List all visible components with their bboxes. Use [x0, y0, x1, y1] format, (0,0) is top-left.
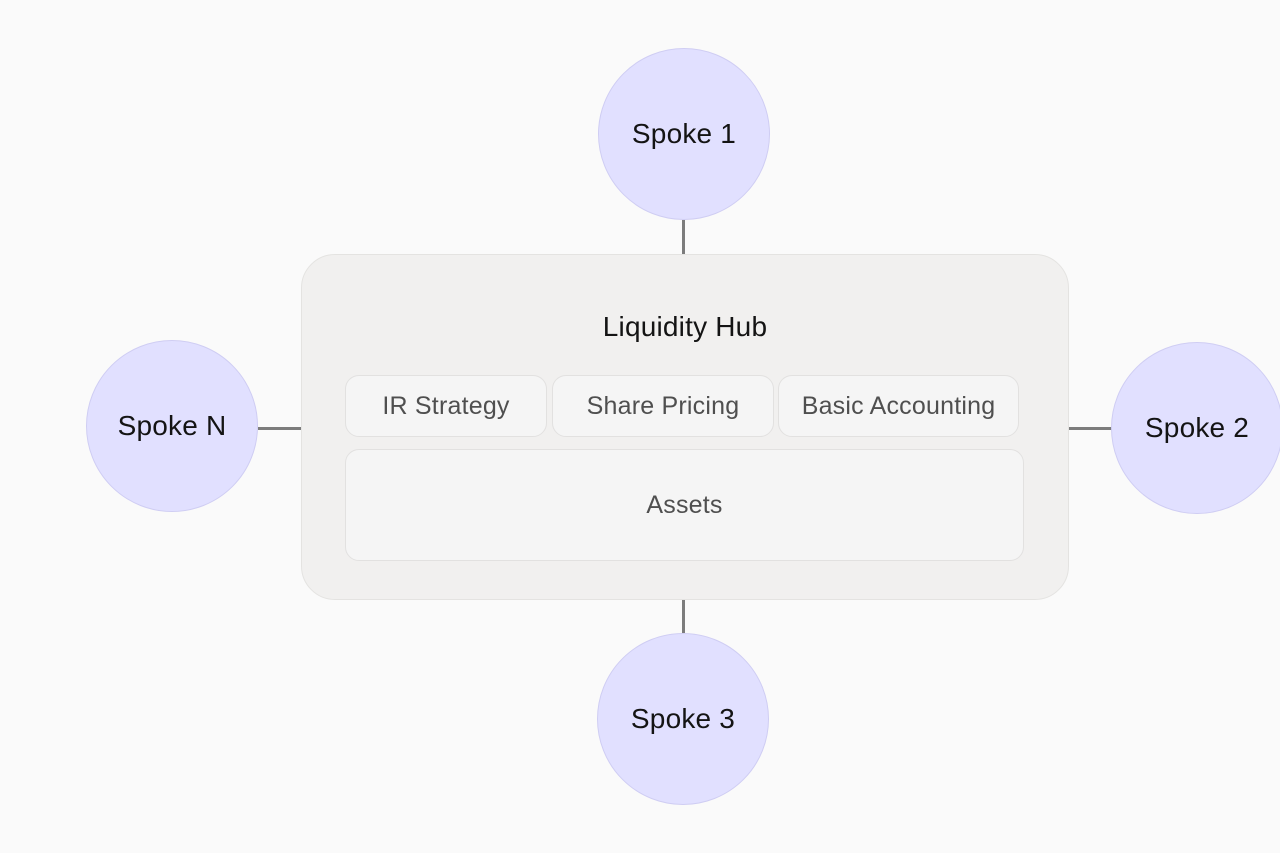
assets-block: Assets: [345, 449, 1024, 561]
connector-bottom: [682, 600, 685, 633]
spoke-n-node: Spoke N: [86, 340, 258, 512]
assets-label: Assets: [646, 490, 723, 519]
module-share-pricing: Share Pricing: [552, 375, 774, 437]
spoke-n-label: Spoke N: [117, 410, 227, 441]
spoke-1-label: Spoke 1: [631, 118, 737, 149]
module-ir-strategy-label: IR Strategy: [382, 391, 510, 420]
spoke-3-label: Spoke 3: [630, 703, 736, 734]
spoke-2-label: Spoke 2: [1144, 412, 1250, 443]
liquidity-hub: Liquidity Hub IR Strategy Share Pricing …: [301, 254, 1069, 600]
spoke-3-node: Spoke 3: [597, 633, 769, 805]
connector-right: [1069, 427, 1112, 430]
module-basic-accounting: Basic Accounting: [778, 375, 1019, 437]
module-share-pricing-label: Share Pricing: [586, 391, 740, 420]
spoke-2-node: Spoke 2: [1111, 342, 1280, 514]
module-ir-strategy: IR Strategy: [345, 375, 547, 437]
module-basic-accounting-label: Basic Accounting: [801, 391, 996, 420]
connector-left: [258, 427, 301, 430]
spoke-1-node: Spoke 1: [598, 48, 770, 220]
hub-title: Liquidity Hub: [602, 311, 768, 342]
connector-top: [682, 220, 685, 254]
